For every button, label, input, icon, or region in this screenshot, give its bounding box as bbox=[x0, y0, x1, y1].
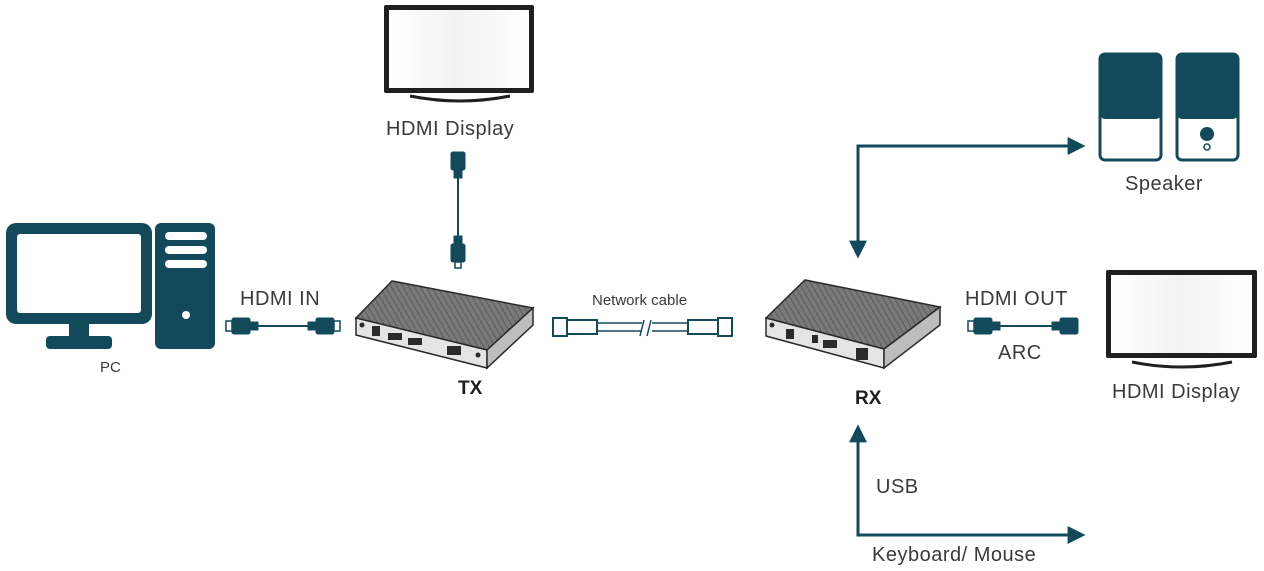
arrow-icon-speaker bbox=[849, 137, 1086, 259]
hdmi-cable-icon-top bbox=[450, 151, 466, 269]
hdmi-cable-icon-in bbox=[225, 317, 341, 335]
label-speaker: Speaker bbox=[1125, 173, 1203, 195]
label-hdmi-display-top: HDMI Display bbox=[386, 118, 515, 140]
speaker-icon bbox=[1098, 52, 1240, 162]
pc-icon bbox=[6, 223, 215, 349]
label-pc: PC bbox=[100, 359, 121, 376]
label-hdmi-display-right: HDMI Display bbox=[1112, 381, 1241, 403]
label-rx: RX bbox=[855, 388, 882, 409]
monitor-icon-right bbox=[1106, 270, 1257, 369]
label-network-cable: Network cable bbox=[592, 292, 688, 309]
label-arc: ARC bbox=[998, 342, 1042, 364]
monitor-icon-top bbox=[384, 5, 534, 103]
label-hdmi-out: HDMI OUT bbox=[965, 288, 1068, 310]
network-cable-icon bbox=[552, 317, 733, 337]
arrow-icon-usb bbox=[849, 424, 1086, 544]
hdmi-cable-icon-out bbox=[967, 317, 1079, 335]
label-tx: TX bbox=[458, 378, 483, 399]
label-hdmi-in: HDMI IN bbox=[240, 288, 321, 310]
device-box-icon-rx bbox=[764, 279, 942, 370]
label-usb: USB bbox=[876, 476, 919, 498]
device-box-icon-tx bbox=[354, 280, 535, 370]
label-keyboard-mouse: Keyboard/ Mouse bbox=[872, 544, 1037, 566]
